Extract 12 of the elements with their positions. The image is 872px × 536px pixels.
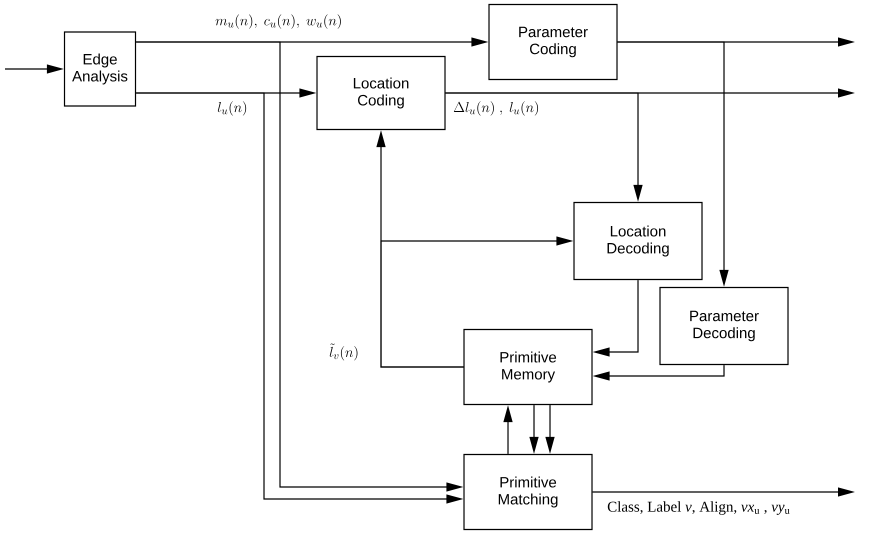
edge-label: $l_u(n)$: [216, 100, 249, 117]
process-box: Parameter Decoding: [659, 286, 789, 366]
process-box: Primitive Memory: [463, 328, 593, 406]
process-box: Location Coding: [316, 56, 446, 130]
process-box: Primitive Matching: [463, 454, 593, 530]
edge-label: $\Delta l_u(n)\ ,\ l_u(n)$: [452, 100, 540, 117]
process-box: Edge Analysis: [64, 31, 136, 107]
process-box: Parameter Coding: [488, 4, 618, 80]
edge-label: Class, Label v, Align, vx$_{u}$ , vy$_{u}$: [606, 500, 792, 516]
edge-label: $\tilde{l}_v(n)$: [328, 342, 360, 362]
edge-label: $m_u(n),\ c_u(n),\ w_u(n)$: [214, 13, 344, 30]
process-box: Location Decoding: [573, 202, 703, 280]
